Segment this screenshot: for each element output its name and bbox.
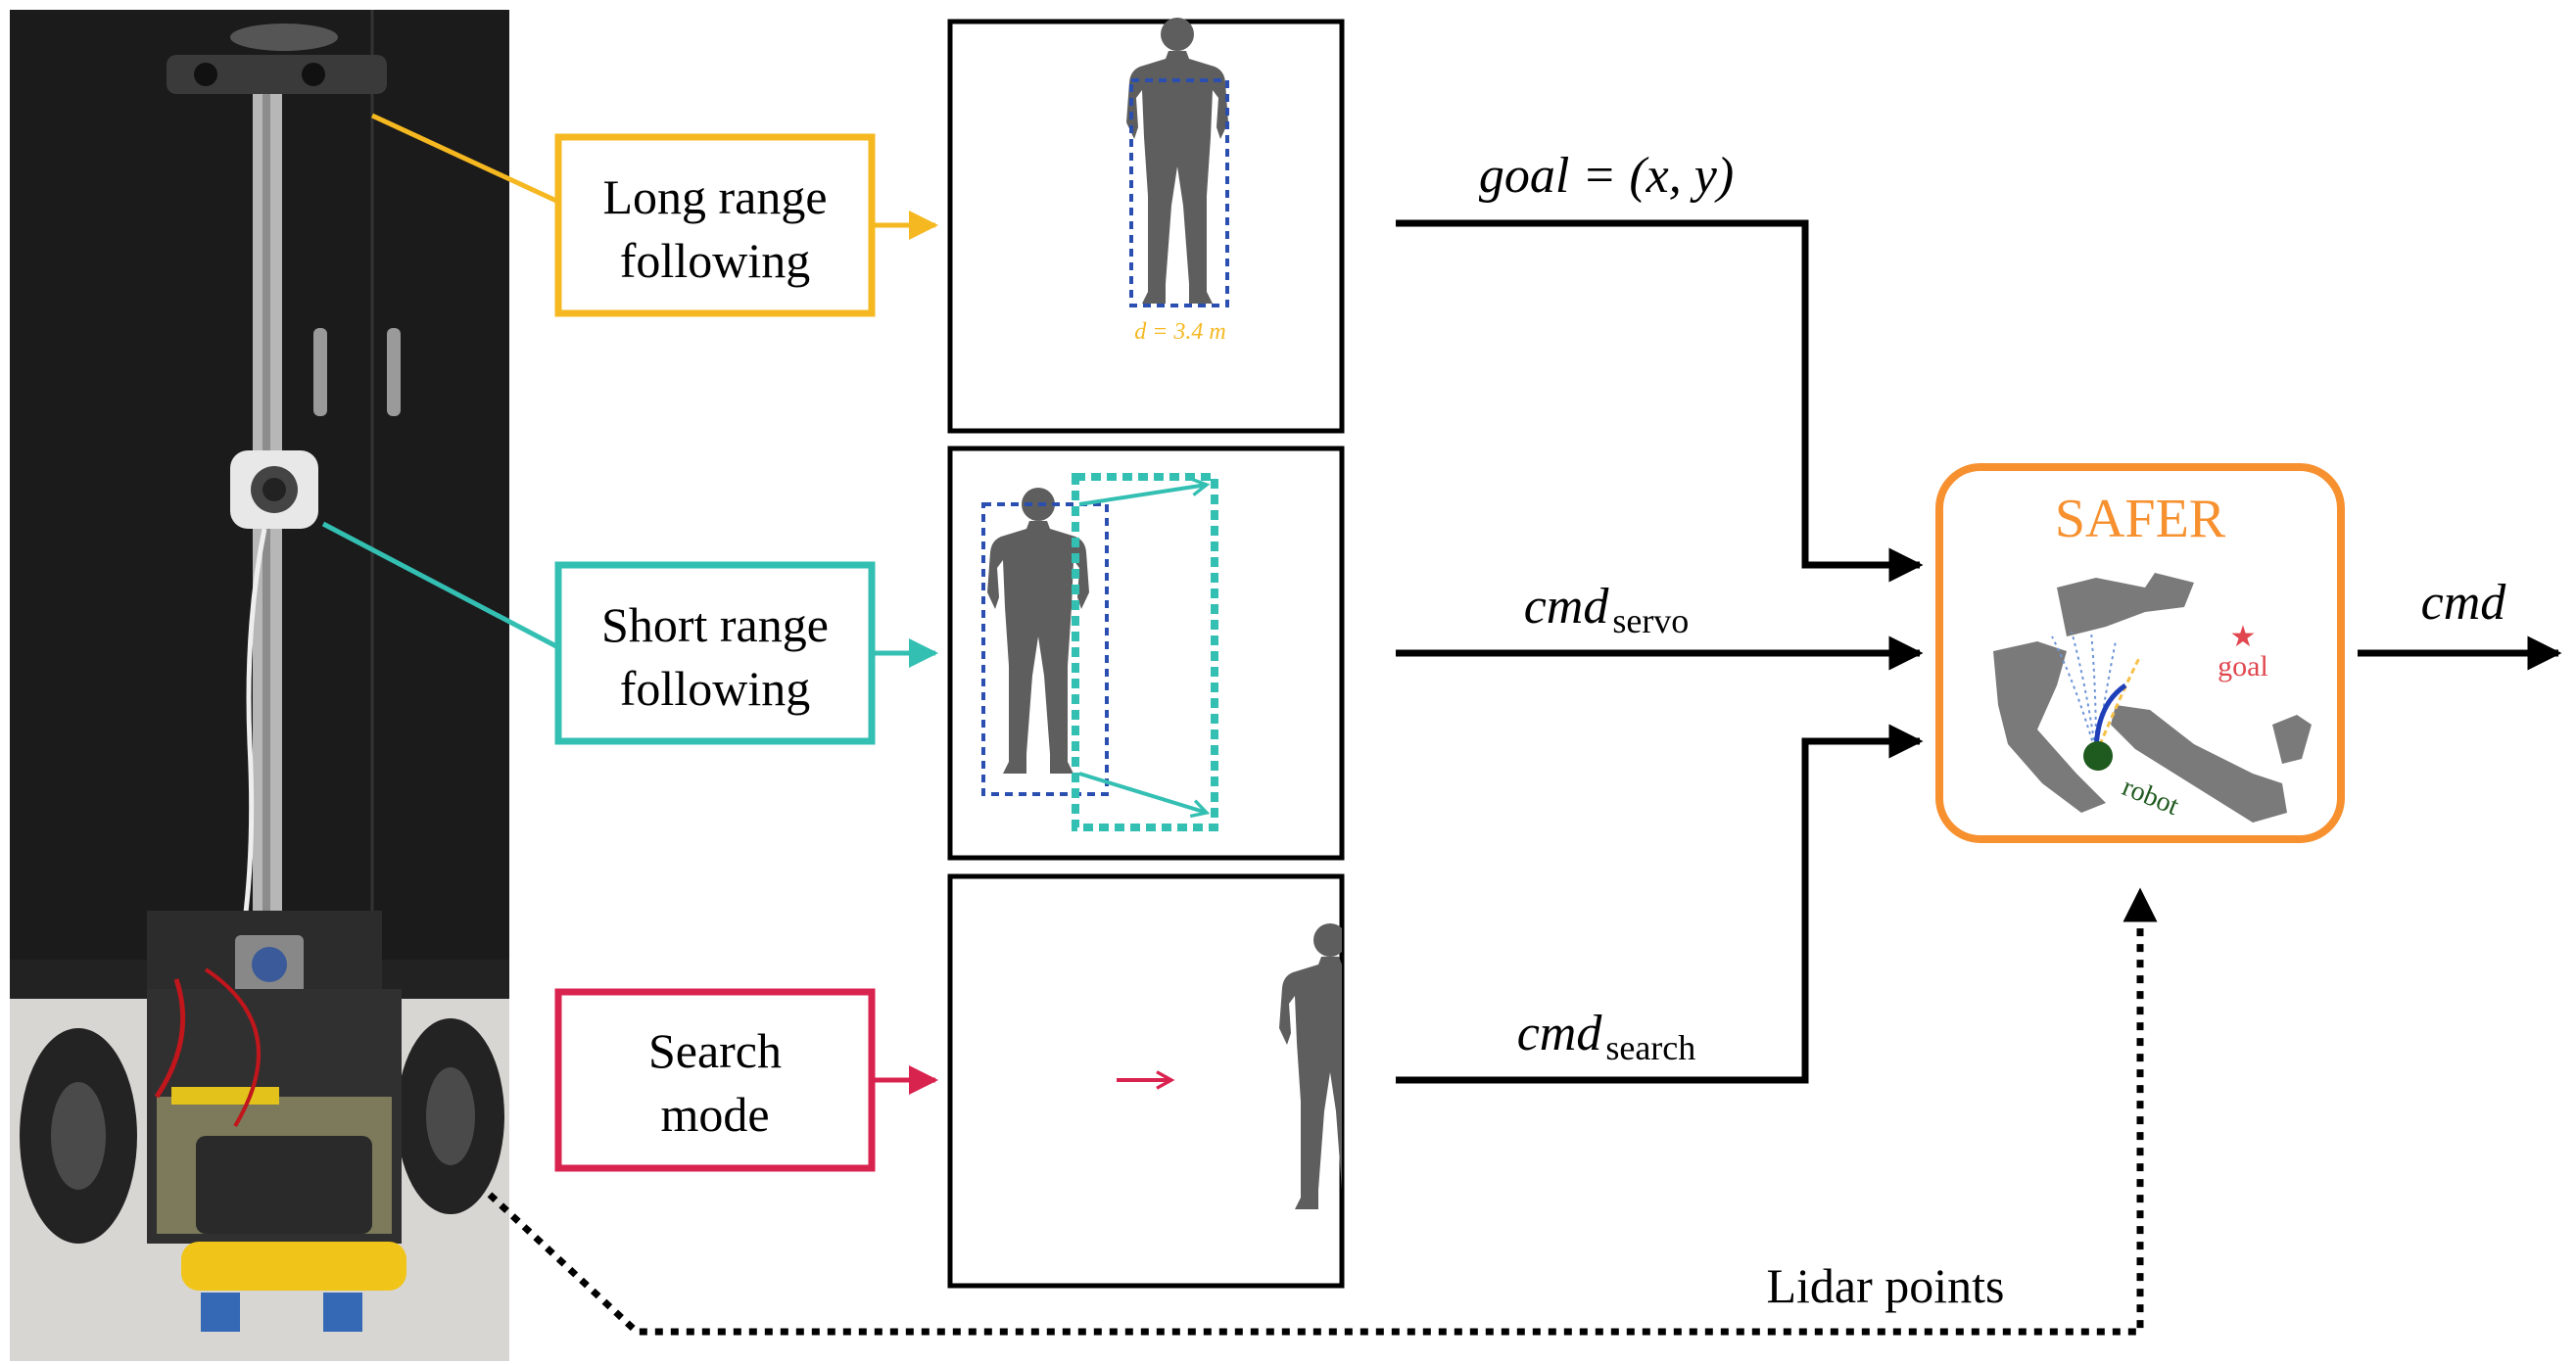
search-line (1396, 724, 1924, 1084)
distance-label: d = 3.4 m (1134, 319, 1226, 345)
panel-short (947, 446, 1345, 861)
bounding-box-long (1129, 78, 1229, 307)
bounding-box-short-target (1072, 473, 1218, 831)
mode-long-line2: following (620, 233, 810, 288)
robot-photo (10, 10, 509, 1361)
shift-arrow-bottom (1078, 772, 1207, 813)
lidar-label: Lidar points (1766, 1258, 2004, 1313)
mode-box-short: Short range following (554, 561, 876, 745)
panel-long: d = 3.4 m (947, 18, 1345, 434)
mode-short-line2: following (620, 661, 810, 716)
goal-star-icon: ★ (2230, 620, 2257, 654)
occupancy-map (1993, 573, 2312, 823)
output-label: cmd (2421, 575, 2507, 631)
mode-short-line1: Short range (601, 597, 829, 652)
lidar-line (487, 887, 2158, 1336)
safer-title: SAFER (2055, 489, 2226, 549)
mode-box-long: Long range following (554, 133, 876, 317)
mode-search-line1: Search (648, 1023, 782, 1078)
bounding-box-short-current (981, 502, 1109, 796)
goal-label: goal = (x, y) (1479, 148, 1734, 204)
goal-line (1396, 219, 1924, 583)
goal-map-label: goal (2218, 650, 2268, 682)
shift-arrow-top (1078, 485, 1207, 506)
mode-long-line1: Long range (602, 169, 827, 224)
mode-box-search: Search mode (554, 988, 876, 1172)
callout-short-line (321, 521, 558, 649)
robot-dot-icon (2083, 741, 2113, 771)
callout-long-line (370, 113, 558, 204)
mode-search-line2: mode (660, 1087, 769, 1142)
panel-search (947, 873, 1345, 1289)
safer-block: SAFER robot ★ goal (1935, 463, 2345, 843)
